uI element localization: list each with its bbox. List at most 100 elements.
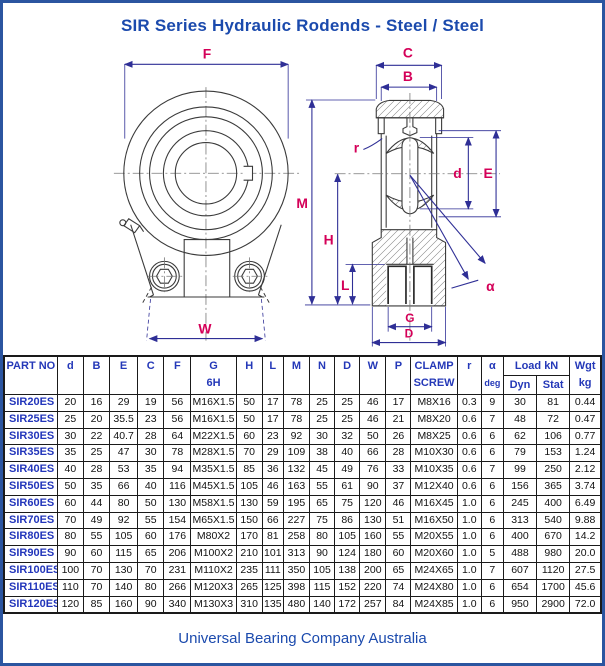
value-cell: 46 — [359, 394, 387, 412]
value-cell: 40 — [334, 444, 361, 463]
value-cell: 28 — [137, 427, 165, 446]
value-cell: 0.6 — [456, 427, 482, 446]
value-cell: 235 — [235, 561, 263, 580]
value-cell: 0.6 — [456, 461, 482, 479]
value-cell: 56 — [163, 394, 192, 412]
part-no-cell: SIR70ES — [3, 511, 58, 530]
value-cell: 80 — [56, 528, 84, 547]
value-cell: 210 — [235, 545, 263, 563]
value-cell: 1700 — [536, 578, 571, 597]
value-cell: 1.0 — [456, 545, 482, 563]
dim-label-W: W — [198, 321, 212, 337]
part-no-cell: SIR100ES — [3, 561, 58, 580]
value-cell: 84 — [385, 595, 412, 614]
value-cell: 59 — [261, 494, 284, 513]
part-no-cell: SIR40ES — [3, 461, 58, 479]
dim-label-B: B — [403, 68, 413, 84]
value-cell: 398 — [282, 578, 310, 597]
value-cell: 46 — [385, 494, 412, 513]
value-cell: 7 — [480, 461, 504, 479]
page-title: SIR Series Hydraulic Rodends - Steel / S… — [120, 16, 485, 35]
value-cell: 25 — [334, 394, 361, 412]
col-header-C: C — [137, 355, 165, 395]
col-header-part-no: PART NO — [3, 355, 58, 395]
value-cell: 17 — [261, 410, 284, 429]
col-header-G-line2: 6H — [206, 377, 221, 389]
clamp-screw-left — [147, 257, 183, 296]
value-cell: 6 — [480, 578, 504, 597]
value-cell: 56 — [163, 410, 192, 429]
value-cell: 80 — [137, 578, 165, 597]
value-cell: 540 — [536, 511, 571, 530]
rodend-drawing-svg: F W M H L — [113, 44, 502, 347]
value-cell: 65 — [308, 494, 336, 513]
value-cell: 55 — [82, 528, 111, 547]
dim-label-G: G — [405, 311, 414, 325]
value-cell: 30 — [137, 444, 165, 463]
part-no-cell: SIR30ES — [3, 427, 58, 446]
value-cell: 94 — [163, 461, 192, 479]
value-cell: M24X65 — [410, 561, 458, 580]
value-cell: 150 — [235, 511, 263, 530]
value-cell: 38 — [308, 444, 336, 463]
value-cell: 60 — [235, 427, 263, 446]
part-no-cell: SIR35ES — [3, 444, 58, 463]
col-header-G-line1: G — [209, 360, 218, 372]
value-cell: 200 — [359, 561, 387, 580]
value-cell: 135 — [261, 595, 284, 614]
value-cell: M10X35 — [410, 461, 458, 479]
value-cell: 6 — [480, 477, 504, 496]
value-cell: 105 — [235, 477, 263, 496]
dim-label-r: r — [354, 139, 360, 155]
col-header-alpha-line1: α — [488, 360, 496, 372]
value-cell: 365 — [536, 477, 571, 496]
value-cell: M16X1.5 — [190, 394, 237, 412]
value-cell: 163 — [282, 477, 310, 496]
value-cell: 400 — [502, 528, 538, 547]
value-cell: M35X1.5 — [190, 461, 237, 479]
value-cell: 258 — [282, 528, 310, 547]
value-cell: 90 — [308, 545, 336, 563]
value-cell: 80 — [308, 528, 336, 547]
value-cell: M45X1.5 — [190, 477, 237, 496]
value-cell: 27.5 — [569, 561, 602, 580]
value-cell: 70 — [137, 561, 165, 580]
value-cell: 90 — [359, 477, 387, 496]
value-cell: 16 — [82, 394, 111, 412]
value-cell: 72 — [536, 410, 571, 429]
value-cell: 32 — [334, 427, 361, 446]
value-cell: M12X40 — [410, 477, 458, 496]
dim-label-E: E — [484, 165, 493, 181]
col-header-P: P — [385, 355, 412, 395]
value-cell: 25 — [82, 444, 111, 463]
value-cell: 1.0 — [456, 511, 482, 530]
value-cell: 60 — [385, 545, 412, 563]
value-cell: 106 — [536, 427, 571, 446]
col-header-alpha: α deg — [480, 355, 504, 395]
col-header-M: M — [282, 355, 310, 395]
value-cell: 50 — [56, 477, 84, 496]
value-cell: 75 — [334, 494, 361, 513]
value-cell: 55 — [137, 511, 165, 530]
value-cell: 37 — [385, 477, 412, 496]
col-header-load-kn: Load kN — [502, 355, 571, 376]
value-cell: 22 — [82, 427, 111, 446]
value-cell: 20 — [82, 410, 111, 429]
part-no-cell: SIR80ES — [3, 528, 58, 547]
part-no-cell: SIR25ES — [3, 410, 58, 429]
value-cell: 55 — [385, 528, 412, 547]
value-cell: M100X2 — [190, 545, 237, 563]
value-cell: 14.2 — [569, 528, 602, 547]
col-header-wgt-line2: kg — [578, 377, 592, 389]
part-no-cell: SIR20ES — [3, 394, 58, 412]
value-cell: 6 — [480, 511, 504, 530]
col-header-D: D — [334, 355, 361, 395]
grease-nipple-icon — [119, 218, 145, 234]
value-cell: 81 — [261, 528, 284, 547]
value-cell: 105 — [308, 561, 336, 580]
value-cell: 49 — [82, 511, 111, 530]
